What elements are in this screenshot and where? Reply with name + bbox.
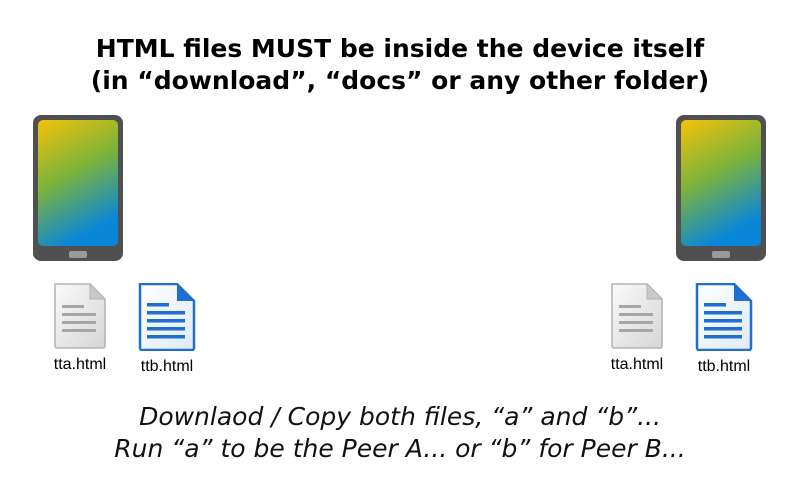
phone-left: [32, 114, 124, 262]
file-tta-right: tta.html: [597, 283, 677, 375]
caption-line-2: Run “a” to be the Peer A... or “b” for P…: [114, 434, 686, 463]
file-name: tta.html: [53, 356, 107, 373]
document-file-icon: [138, 283, 196, 351]
instructions-caption: Downlaod / Copy both files, “a” and “b”.…: [0, 401, 800, 465]
file-tta-left: tta.html: [40, 283, 120, 375]
phone-icon: [676, 115, 766, 261]
generic-file-icon: [54, 283, 107, 349]
caption-line-1: Downlaod / Copy both files, “a” and “b”.…: [139, 402, 661, 431]
phone-icon: [33, 115, 123, 261]
title-line-2: (in “download”, “docs” or any other fold…: [90, 66, 710, 95]
file-ttb-right: ttb.html: [684, 283, 764, 377]
document-file-icon: [695, 283, 753, 351]
diagram-title: HTML files MUST be inside the device its…: [0, 33, 800, 97]
generic-file-icon: [611, 283, 664, 349]
phone-right: [675, 114, 767, 262]
file-name: ttb.html: [140, 358, 194, 375]
title-line-1: HTML files MUST be inside the device its…: [95, 34, 705, 63]
file-name: tta.html: [610, 356, 664, 373]
file-ttb-left: ttb.html: [127, 283, 207, 377]
file-name: ttb.html: [697, 358, 751, 375]
